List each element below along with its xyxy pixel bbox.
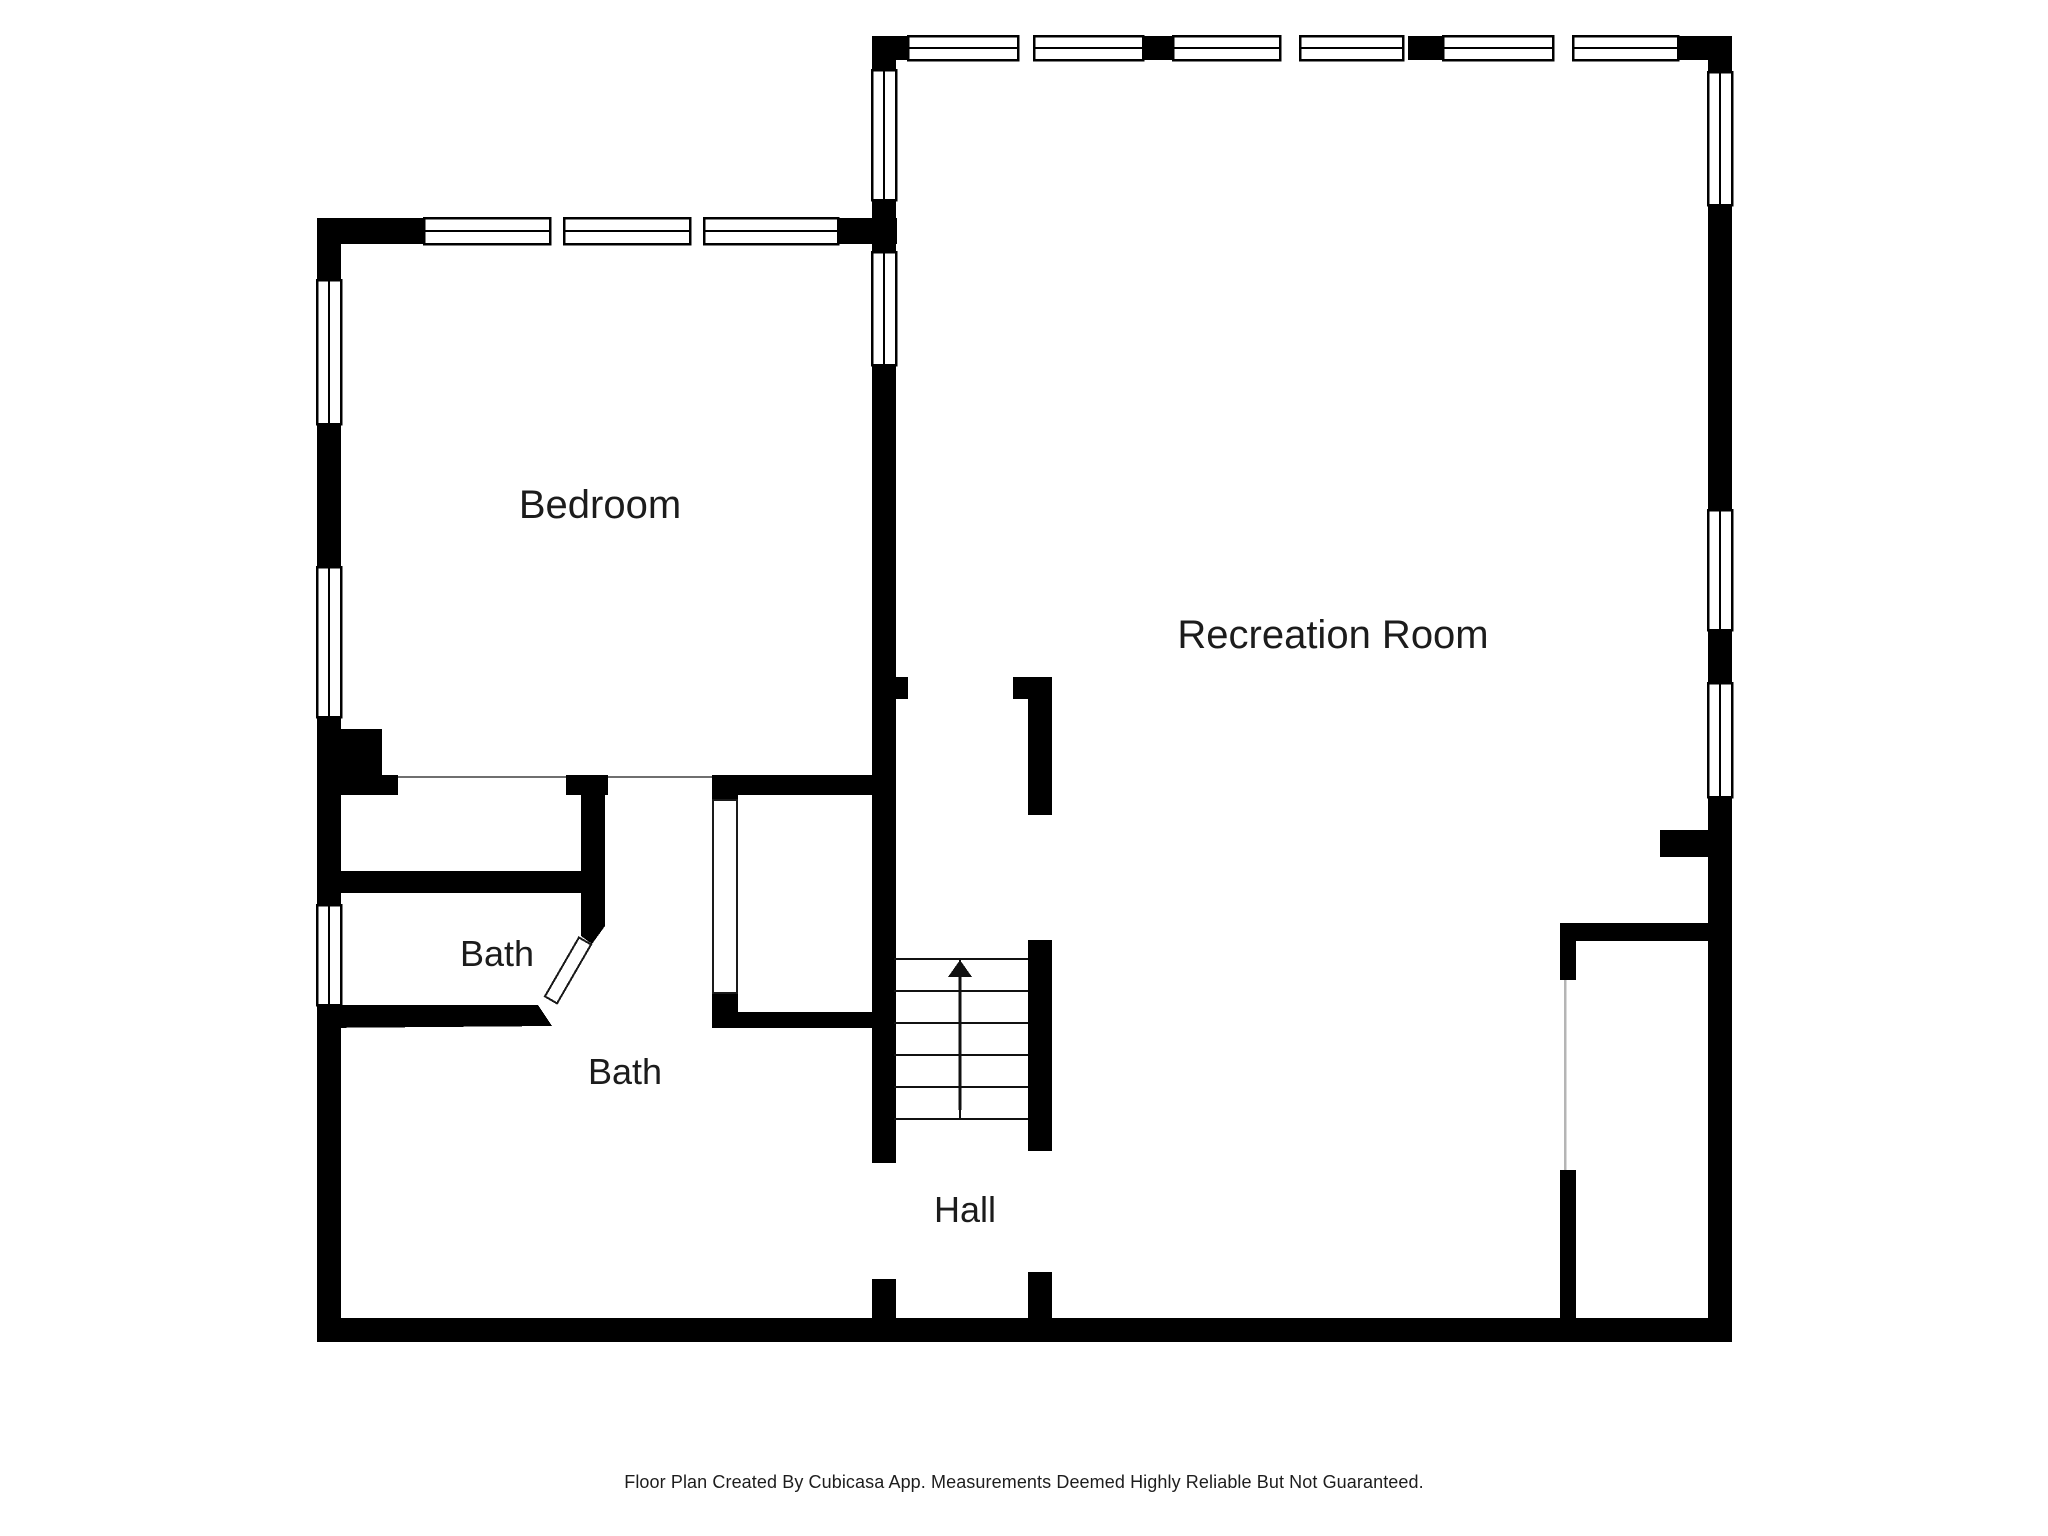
wall-segment xyxy=(872,200,896,252)
window-icon xyxy=(870,250,898,367)
room-labels: Bedroom Recreation Room Bath Bath Hall xyxy=(460,483,1489,1230)
wall-stub xyxy=(1660,830,1708,857)
window-icon xyxy=(1706,70,1734,207)
window-icon xyxy=(315,278,343,426)
window-icon xyxy=(562,216,692,246)
wall-segment xyxy=(1560,923,1708,941)
chimney-block xyxy=(340,729,382,775)
wall-stub xyxy=(896,677,908,699)
glass-partition-icon xyxy=(712,799,738,994)
room-label-bath-large: Bath xyxy=(588,1051,662,1092)
room-label-bath-small: Bath xyxy=(460,933,534,974)
window-icon xyxy=(1706,681,1734,799)
door-leaf-icon xyxy=(543,936,593,1005)
window-icon xyxy=(1706,508,1734,632)
window-icon xyxy=(1032,34,1145,62)
wall-segment xyxy=(712,775,738,800)
staircase xyxy=(894,958,1028,1120)
room-label-bedroom: Bedroom xyxy=(519,483,681,527)
wall-segment xyxy=(1708,205,1732,510)
wall-segment xyxy=(317,1318,1732,1342)
footer-disclaimer: Floor Plan Created By Cubicasa App. Meas… xyxy=(624,1472,1424,1492)
window-icon xyxy=(315,565,343,719)
wall-segment xyxy=(1028,699,1052,815)
wall-segment xyxy=(712,993,738,1013)
wall-segment xyxy=(317,218,341,280)
wall-segment xyxy=(1560,1170,1576,1318)
window-icon xyxy=(906,34,1020,62)
wall-segment xyxy=(317,1005,341,1342)
window-icon xyxy=(1171,34,1282,62)
wall-segment xyxy=(872,365,896,1163)
interior-walls xyxy=(317,36,1708,1318)
wall-segment xyxy=(1028,1272,1052,1318)
window-icon xyxy=(702,216,840,246)
wall-segment xyxy=(1708,797,1732,1342)
wall-segment xyxy=(872,36,896,72)
window-icon xyxy=(1298,34,1405,62)
wall-openings xyxy=(398,776,1567,1170)
wall-segment xyxy=(317,775,398,795)
windows xyxy=(315,34,1734,1007)
window-icon xyxy=(1571,34,1680,62)
window-icon xyxy=(422,216,552,246)
wall-segment xyxy=(1708,630,1732,683)
wall-segment xyxy=(1560,923,1576,980)
room-label-hall: Hall xyxy=(934,1189,996,1230)
wall-segment xyxy=(712,775,896,795)
wall-segment xyxy=(872,1279,896,1318)
window-icon xyxy=(315,903,343,1007)
wall-segment xyxy=(317,424,341,567)
wall-segment xyxy=(712,1012,896,1028)
wall-segment xyxy=(1143,36,1173,60)
wall-segment xyxy=(1408,36,1443,60)
wall-stub xyxy=(1013,677,1052,699)
window-icon xyxy=(870,68,898,202)
wall-segment xyxy=(1028,940,1052,1151)
wall-segment xyxy=(1708,36,1732,72)
wall-segment xyxy=(581,775,605,944)
bath-door xyxy=(543,936,593,1005)
stairs-up-arrow-icon xyxy=(948,960,972,1110)
window-icon xyxy=(1441,34,1555,62)
room-label-recreation-room: Recreation Room xyxy=(1177,613,1488,657)
wall-segment xyxy=(317,871,581,893)
wall-segment xyxy=(317,1005,552,1028)
